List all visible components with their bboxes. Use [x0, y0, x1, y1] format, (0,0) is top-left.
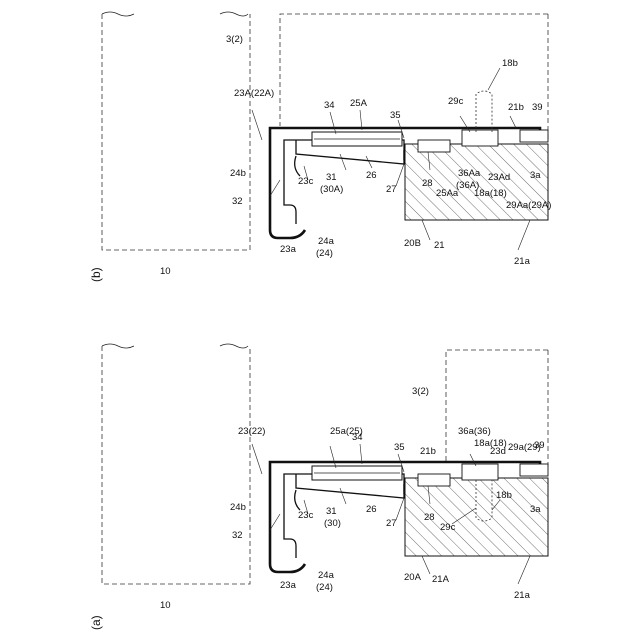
label-b-30A: (30A)	[320, 184, 343, 195]
label-b-39: 39	[532, 102, 543, 113]
hook-30	[295, 156, 300, 176]
label-b-32: 32	[232, 196, 243, 207]
label-b-23c: 23c	[298, 176, 314, 187]
figure-b: (b)	[89, 12, 551, 282]
label-b-25A: 25A	[350, 98, 368, 109]
label-b-20B: 20B	[404, 238, 421, 249]
plate-39-a	[520, 464, 548, 476]
label-a-36a: 36a(36)	[458, 426, 491, 437]
label-a-3: 3(2)	[412, 386, 429, 397]
label-b-24a: 24a	[318, 236, 335, 247]
plate-39	[520, 130, 548, 142]
label-a-23: 23(22)	[238, 426, 265, 437]
base-pocket-18a-a	[462, 464, 498, 480]
label-b-23A: 23A(22A)	[234, 88, 274, 99]
label-b-29Aa: 29Aa(29A)	[506, 200, 551, 211]
label-a-21A: 21A	[432, 574, 450, 585]
member-10-break	[102, 12, 248, 16]
label-b-24b: 24b	[230, 168, 246, 179]
label-a-28: 28	[424, 512, 435, 523]
base-pocket-28-a	[418, 474, 450, 486]
label-b-23a: 23a	[280, 244, 297, 255]
label-b-3a: 3a	[530, 170, 541, 181]
label-a-39: 39	[534, 440, 545, 451]
label-a-34: 34	[352, 432, 363, 443]
label-a-21a: 21a	[514, 590, 531, 601]
label-a-24: (24)	[316, 582, 333, 593]
label-b-34: 34	[324, 100, 335, 111]
label-b-3: 3(2)	[226, 34, 243, 45]
label-b-28: 28	[422, 178, 433, 189]
label-b-18b: 18b	[502, 58, 518, 69]
label-b-24: (24)	[316, 248, 333, 259]
label-a-24b: 24b	[230, 502, 246, 513]
label-a-31: 31	[326, 506, 337, 517]
label-a-23a: 23a	[280, 580, 297, 591]
label-b-21: 21	[434, 240, 445, 251]
figure-a-caption: (a)	[89, 615, 103, 630]
label-a-18b: 18b	[496, 490, 512, 501]
member-10-outline	[102, 14, 250, 250]
label-b-18a: 18a(18)	[474, 188, 507, 199]
figure-b-caption: (b)	[89, 267, 103, 282]
base-pocket-18a	[462, 130, 498, 146]
label-a-27: 27	[386, 518, 397, 529]
label-a-10: 10	[160, 600, 171, 611]
label-b-23Ad: 23Ad	[488, 172, 510, 183]
label-b-27: 27	[386, 184, 397, 195]
label-a-23c: 23c	[298, 510, 314, 521]
label-b-26: 26	[366, 170, 377, 181]
boss-18b	[476, 91, 492, 132]
label-a-32: 32	[232, 530, 243, 541]
label-b-21a: 21a	[514, 256, 531, 267]
label-b-29c: 29c	[448, 96, 464, 107]
label-a-26: 26	[366, 504, 377, 515]
figure-a: (a)	[89, 344, 548, 630]
label-b-10: 10	[160, 266, 171, 277]
label-b-35: 35	[390, 110, 401, 121]
label-b-21b: 21b	[508, 102, 524, 113]
label-a-20A: 20A	[404, 572, 422, 583]
label-a-30: (30)	[324, 518, 341, 529]
base-pocket-28	[418, 140, 450, 152]
hook-30-a	[295, 490, 300, 510]
label-a-29c: 29c	[440, 522, 456, 533]
label-a-35: 35	[394, 442, 405, 453]
label-a-24a: 24a	[318, 570, 335, 581]
label-a-21b: 21b	[420, 446, 436, 457]
member-10-outline-a	[102, 346, 250, 584]
label-b-31: 31	[326, 172, 337, 183]
member-10-break-a	[102, 344, 248, 348]
label-b-36Aa: 36Aa	[458, 168, 481, 179]
label-a-3a: 3a	[530, 504, 541, 515]
label-a-23d: 23d	[490, 446, 506, 457]
